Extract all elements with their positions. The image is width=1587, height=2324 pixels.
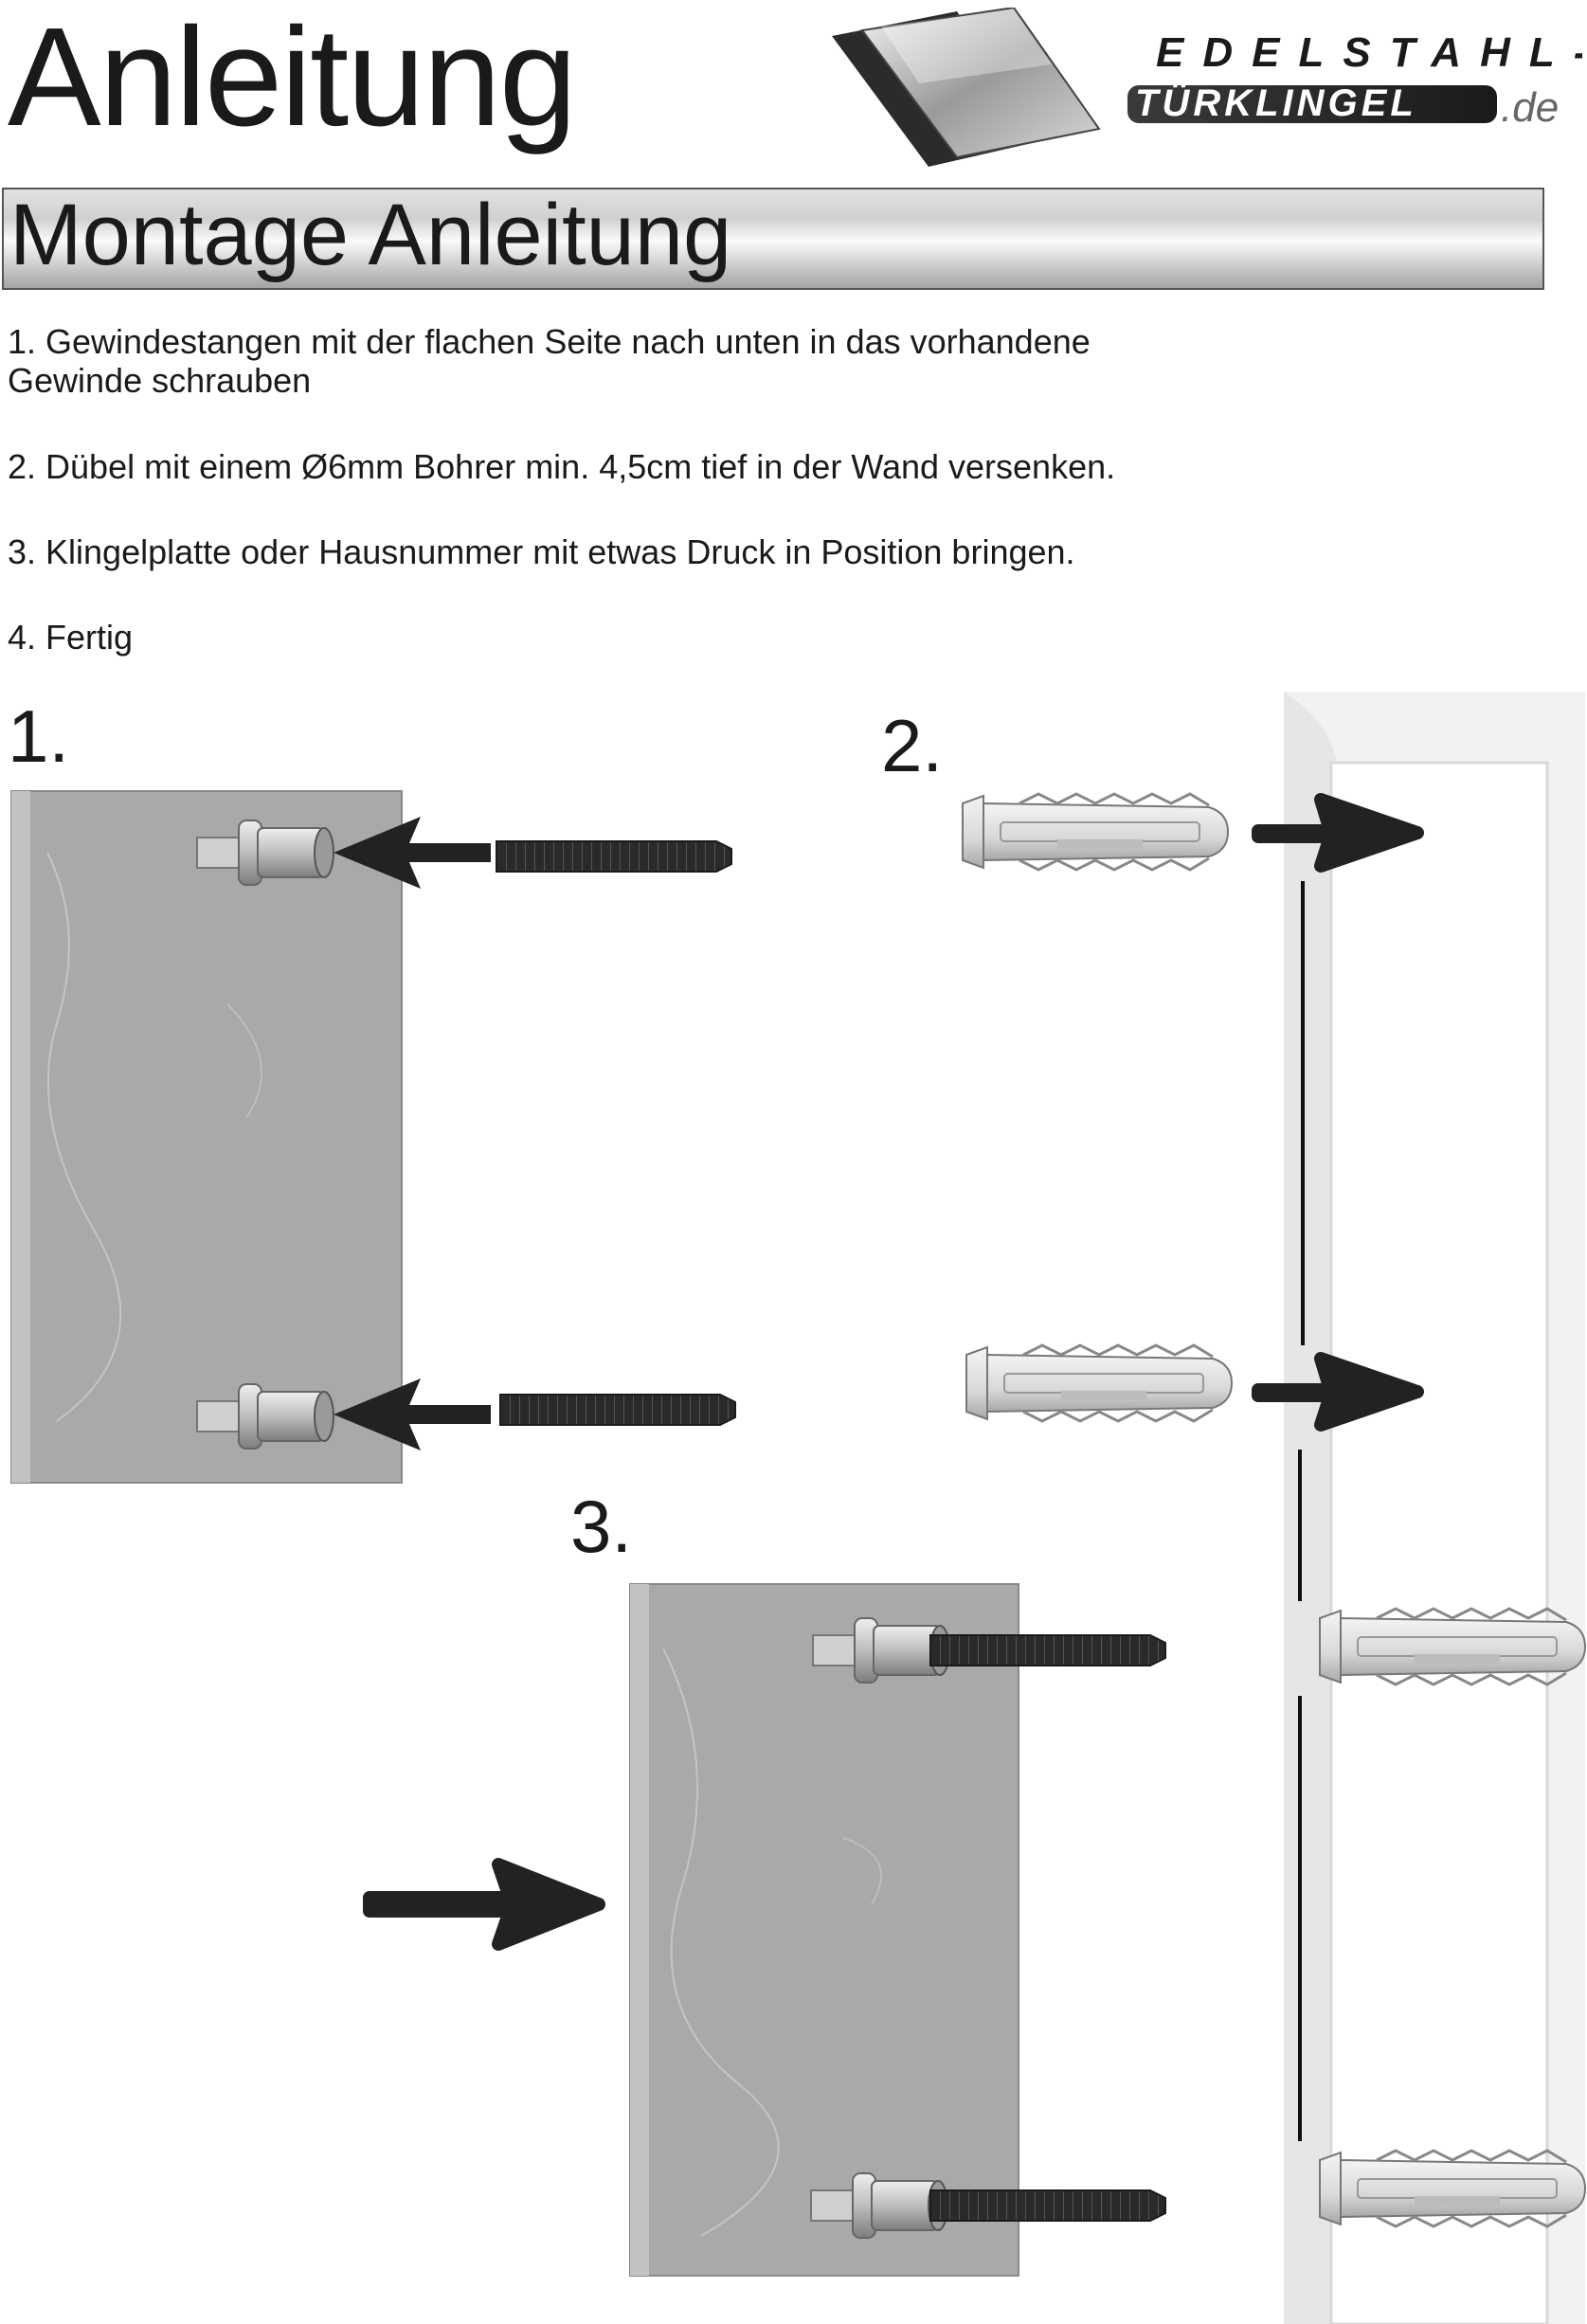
fig2-plug-top-icon — [963, 794, 1228, 870]
fig2-wall-recess — [1331, 763, 1547, 2324]
logo-suffix: .de — [1501, 84, 1559, 131]
page-title: Anleitung — [8, 8, 575, 148]
fig2-plug-bottom-icon — [966, 1345, 1232, 1421]
fig2-wall — [1284, 692, 1585, 2324]
step-1-line-2: Gewinde schrauben — [8, 361, 1091, 400]
figure-3-label: 3. — [570, 1489, 632, 1563]
fig2-plug-inserted-top-icon — [1320, 1609, 1585, 1684]
step-4-text: 4. Fertig — [8, 618, 133, 657]
fig2-plug-inserted-bottom-icon — [1320, 2151, 1585, 2226]
fig2-arrow-top-icon — [1258, 800, 1417, 866]
fig3-standoff-bottom — [811, 2173, 947, 2238]
fig3-plate-edge — [630, 1584, 649, 2276]
logo-graphic: EDELSTAHL- TÜRKLINGEL .de — [824, 8, 1582, 169]
fig3-arrow-icon — [370, 1865, 599, 1944]
fig1-rod-top-icon — [496, 841, 731, 872]
fig3-rod-top-icon — [930, 1635, 1165, 1666]
fig1-standoff-top — [197, 820, 334, 885]
step-2-text: 2. Dübel mit einem Ø6mm Bohrer min. 4,5c… — [8, 447, 1115, 486]
step-1-line-1: 1. Gewindestangen mit der flachen Seite … — [8, 322, 1091, 361]
section-title: Montage Anleitung — [9, 186, 731, 286]
logo-line1: EDELSTAHL- — [1156, 29, 1582, 76]
fig3-plate — [630, 1584, 1019, 2276]
fig3-rod-bottom-icon — [930, 2190, 1165, 2221]
fig1-rod-bottom-icon — [500, 1395, 735, 1425]
step-3-text: 3. Klingelplatte oder Hausnummer mit etw… — [8, 532, 1075, 571]
fig1-standoff-bottom — [197, 1384, 334, 1449]
brand-logo: EDELSTAHL- TÜRKLINGEL .de — [824, 8, 1582, 169]
fig1-arrow-bottom-icon — [334, 1378, 491, 1450]
fig1-plate — [11, 791, 402, 1483]
fig1-plate-edge — [11, 791, 30, 1483]
fig2-arrow-bottom-icon — [1258, 1359, 1417, 1425]
step-1-text: 1. Gewindestangen mit der flachen Seite … — [8, 322, 1091, 400]
fig3-standoff-top — [813, 1618, 949, 1683]
logo-line2: TÜRKLINGEL — [1135, 81, 1417, 124]
figure-1-label: 1. — [8, 699, 69, 773]
figure-2-label: 2. — [881, 709, 943, 783]
fig1-arrow-top-icon — [334, 817, 491, 889]
